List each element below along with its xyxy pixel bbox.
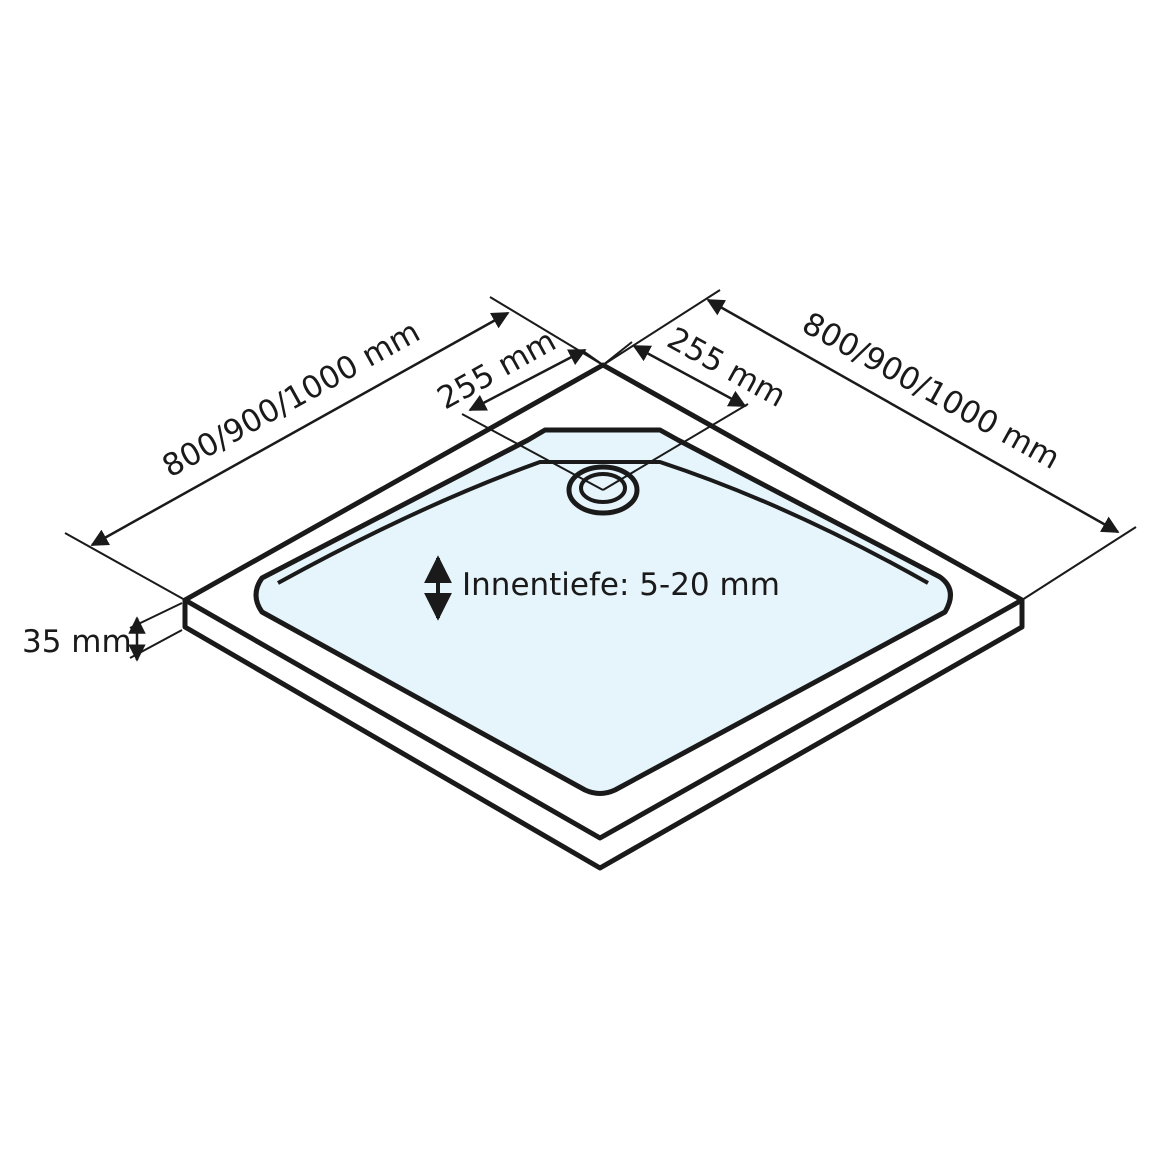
label-inner-depth: Innentiefe: 5-20 mm xyxy=(462,567,780,603)
label-height: 35 mm xyxy=(22,624,132,660)
dim-arrow-right-width xyxy=(706,298,1120,534)
drain-inner xyxy=(579,472,627,504)
label-width-left: 800/900/1000 mm xyxy=(156,314,426,485)
dim-arrow-left-width xyxy=(90,311,510,547)
label-width-right: 800/900/1000 mm xyxy=(796,306,1066,477)
dim-arrow-left-drain xyxy=(468,348,587,412)
label-drain-right: 255 mm xyxy=(661,321,792,415)
dim-arrow-right-drain xyxy=(632,344,747,408)
